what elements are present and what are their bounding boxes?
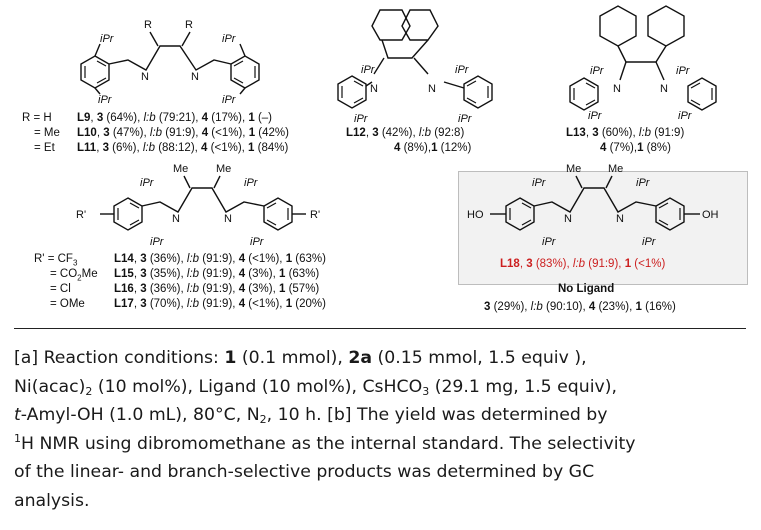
ipr-label: iPr (676, 65, 691, 77)
n-label: N (224, 213, 232, 225)
me-label: Me (216, 163, 231, 175)
oh-label: OH (702, 209, 719, 221)
footnote-line: t-Amyl-OH (1.0 mL), 80°C, N2, 10 h. [b] … (14, 405, 608, 426)
n-label: N (564, 213, 572, 225)
r-label-left: R (144, 19, 152, 31)
r-label-right: R (185, 19, 193, 31)
ligand-structure-l18: HO OH Me Me N N iPr iPr iPr iPr (467, 163, 719, 248)
ipr-label: iPr (100, 33, 115, 45)
ho-label: HO (467, 209, 484, 221)
ipr-label: iPr (532, 177, 547, 189)
ipr-label: iPr (588, 110, 603, 122)
footnote-line: [a] Reaction conditions: 1 (0.1 mmol), 2… (14, 348, 587, 368)
panel2-line1: L12, 3 (42%), l:b (92:8) (346, 127, 465, 139)
ipr-label: iPr (222, 94, 237, 106)
ipr-label: iPr (98, 94, 113, 106)
table-footnote: [a] Reaction conditions: 1 (0.1 mmol), 2… (14, 344, 752, 515)
n-label: N (370, 83, 378, 95)
ligand-structures: R R N N iPr iPr iPr iPr N N iPr iPr iPr … (76, 5, 717, 248)
ipr-label: iPr (636, 177, 651, 189)
n-label: N (191, 71, 199, 83)
no-ligand-heading: No Ligand (558, 283, 615, 295)
ipr-label: iPr (542, 236, 557, 248)
me-label: Me (608, 163, 623, 175)
ipr-label: iPr (140, 177, 155, 189)
footnote-line: analysis. (14, 490, 90, 511)
structure-l13: N N iPr iPr iPr iPr (569, 5, 717, 122)
structure-l12: N N iPr iPr iPr iPr (337, 9, 493, 125)
ipr-label: iPr (590, 65, 605, 77)
me-label: Me (566, 163, 581, 175)
panel3-line2: 4 (7%),1 (8%) (600, 142, 671, 154)
footnote-line: 1H NMR using dibromomethane as the inter… (14, 431, 636, 454)
ipr-label: iPr (678, 110, 693, 122)
l18-result: L18, 3 (83%), l:b (91:9), 1 (<1%) (500, 258, 666, 270)
panel2-line2: 4 (8%),1 (12%) (394, 142, 472, 154)
ipr-label: iPr (250, 236, 265, 248)
ipr-label: iPr (244, 177, 259, 189)
n-label: N (616, 213, 624, 225)
structure-l14-l17: R' R' Me Me N N iPr iPr iPr iPr (76, 163, 320, 248)
n-label: N (172, 213, 180, 225)
me-label: Me (173, 163, 188, 175)
l18-highlight-box (458, 171, 748, 285)
structure-l9-l11: R R N N iPr iPr iPr iPr (80, 19, 260, 106)
n-label: N (141, 71, 149, 83)
divider (14, 328, 746, 329)
rprime-label: R' (310, 209, 320, 221)
n-label: N (428, 83, 436, 95)
ipr-label: iPr (150, 236, 165, 248)
n-label: N (613, 83, 621, 95)
ipr-label: iPr (642, 236, 657, 248)
ipr-label: iPr (354, 113, 369, 125)
no-ligand-result: 3 (29%), l:b (90:10), 4 (23%), 1 (16%) (484, 301, 676, 313)
ipr-label: iPr (455, 64, 470, 76)
footnote-line: Ni(acac)2 (10 mol%), Ligand (10 mol%), C… (14, 376, 617, 398)
ipr-label: iPr (222, 33, 237, 45)
ipr-label: iPr (361, 64, 376, 76)
footnote-line: of the linear- and branch-selective prod… (14, 462, 595, 482)
structure-l18: HO OH Me Me N N iPr iPr iPr iPr (467, 163, 719, 248)
ipr-label: iPr (458, 113, 473, 125)
n-label: N (660, 83, 668, 95)
rprime-label: R' (76, 209, 86, 221)
panel3-line1: L13, 3 (60%), l:b (91:9) (566, 127, 685, 139)
